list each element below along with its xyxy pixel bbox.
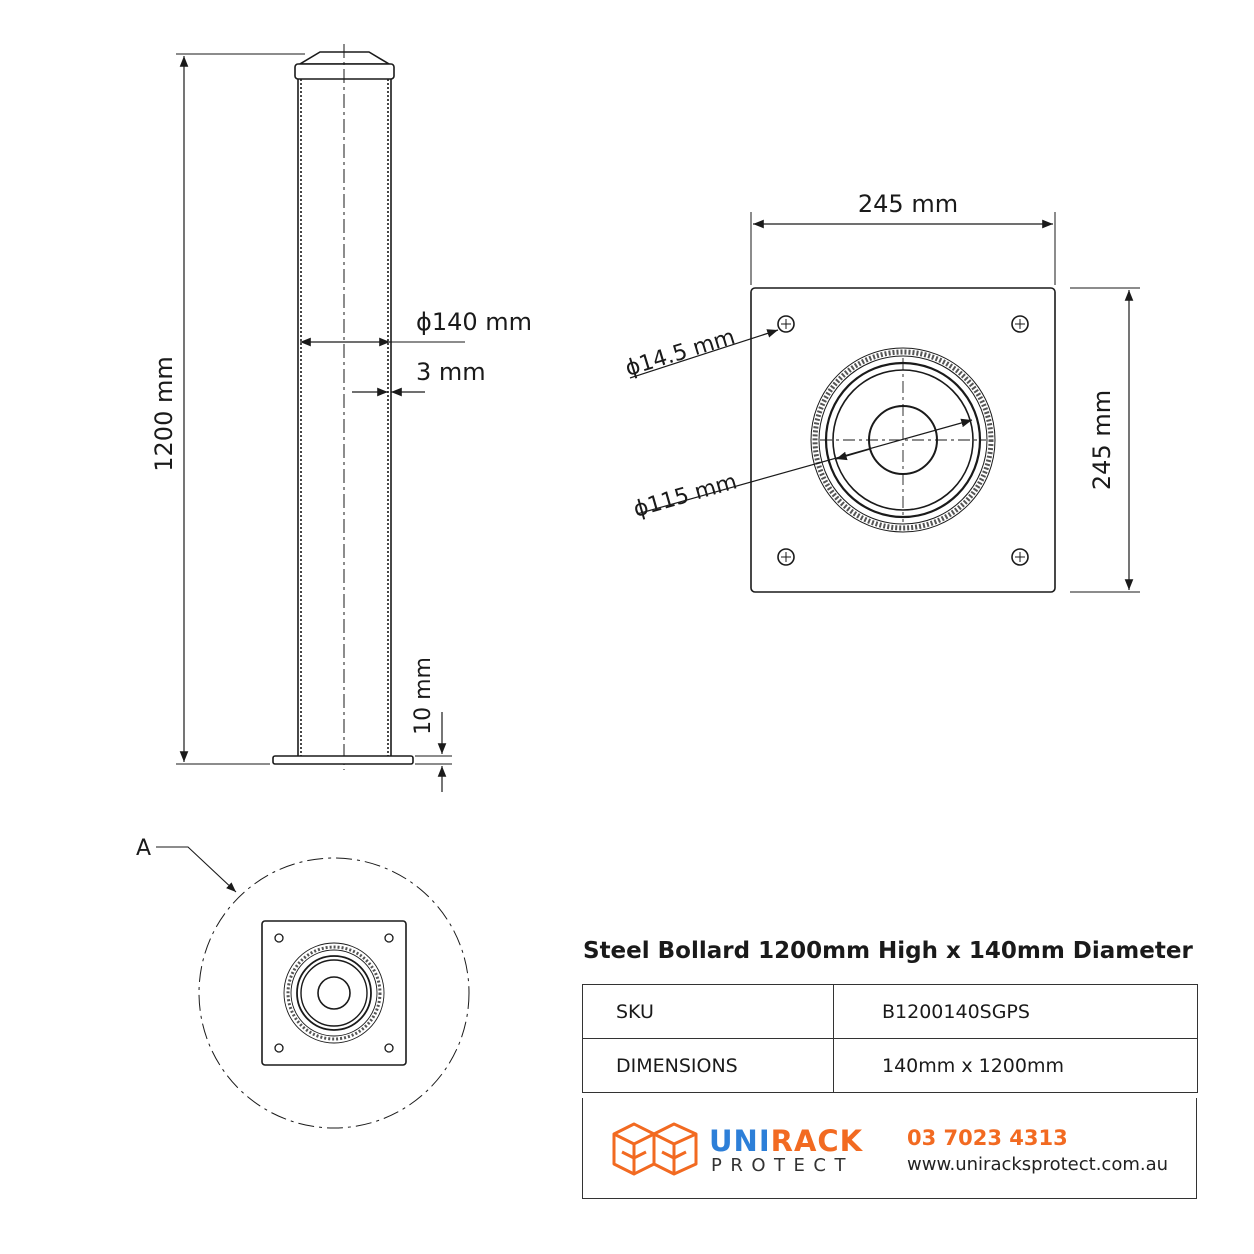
spec-key: DIMENSIONS [582,1038,834,1093]
detail-label: A [136,836,151,861]
spec-value: 140mm x 1200mm [833,1038,1198,1093]
phone-number[interactable]: 03 7023 4313 [907,1126,1068,1150]
base-plate-top-view [629,212,1140,593]
hole-diameter-label: ϕ14.5 mm [622,325,738,382]
plate-height-label: 245 mm [1088,390,1116,490]
brand-footer: UNIRACK PROTECT 03 7023 4313 www.unirack… [582,1098,1197,1199]
product-title: Steel Bollard 1200mm High x 140mm Diamet… [583,938,1193,964]
spec-value: B1200140SGPS [833,984,1198,1039]
spec-key: SKU [582,984,834,1039]
bollard-side-view [176,44,465,792]
detail-a-view [156,846,470,1129]
brand-subname: PROTECT [711,1155,854,1176]
plate-width-label: 245 mm [858,190,958,218]
unirack-logo-icon [612,1122,698,1176]
inner-diameter-label: ϕ115 mm [631,469,740,522]
brand-name-part2: RACK [770,1124,864,1158]
brand-name: UNIRACK [709,1124,863,1158]
table-row: SKU B1200140SGPS [582,984,1198,1039]
brand-name-part1: UNI [709,1124,771,1158]
base-dim-label: 10 mm [411,657,436,735]
website-link[interactable]: www.uniracksprotect.com.au [907,1154,1169,1175]
wall-dim-label: 3 mm [416,358,486,386]
spec-table: SKU B1200140SGPS DIMENSIONS 140mm x 1200… [582,984,1198,1093]
bolt-holes [777,315,1029,566]
diameter-dim-label: ϕ140 mm [416,308,532,336]
table-row: DIMENSIONS 140mm x 1200mm [582,1038,1198,1093]
height-dim-label: 1200 mm [150,356,178,471]
